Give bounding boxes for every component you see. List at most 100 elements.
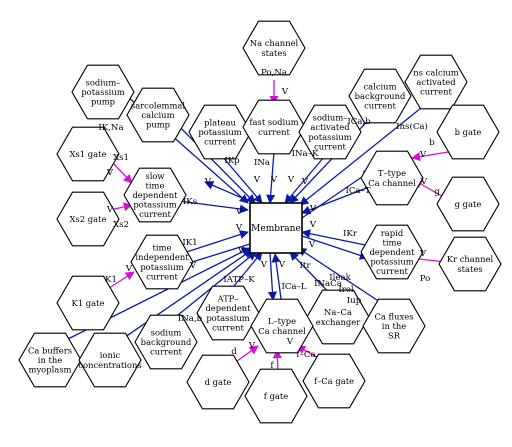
- node-label-b-gate-line-0: b gate: [455, 127, 482, 137]
- node-label-d-gate-line-0: d gate: [205, 377, 232, 387]
- node-label-calcium-background-current-line-2: current: [364, 101, 396, 111]
- node-shape-kr-channel-states: [438, 236, 502, 292]
- node-shape-ionic-concentrations: [78, 332, 142, 388]
- node-label-t-type-ca-channel-line-0: T–type: [378, 168, 406, 178]
- node-label-f-gate-line-0: f gate: [264, 391, 288, 401]
- node-label-ns-calcium-activated-current-line-2: current: [420, 87, 452, 97]
- node-shape-fast-sodium-current: [242, 99, 306, 155]
- node-shape-f-ca-gate: [302, 353, 366, 409]
- node-label-na-channel-states-line-0: Na channel: [250, 38, 299, 48]
- node-shape-atp-dependent-potassium-current: [196, 285, 260, 341]
- edge-label-v-10: V: [278, 260, 286, 270]
- node-label-ca-buffers-in-the-myoplasm-line-1: in the: [38, 355, 62, 365]
- node-shape-d-gate: [186, 354, 250, 410]
- edge-label-ina-k: INa–K: [292, 149, 319, 159]
- edge-label-ica-l: ICa–L: [281, 282, 306, 292]
- edge-label-ileak: Ileak: [329, 273, 351, 283]
- edge-label-v-k1: V: [125, 264, 133, 274]
- node-label-atp-dependent-potassium-current-line-1: dependent: [205, 303, 251, 313]
- node-label-ca-fluxes-in-the-sr-line-0: Ca fluxes: [374, 311, 413, 321]
- node-shape-k1-gate: [56, 275, 120, 331]
- edge-label-ik-p: IKp: [224, 156, 240, 166]
- edge-nsca-membrane: [299, 95, 437, 206]
- node-f-ca-gate: f–Ca gate: [302, 353, 366, 409]
- edge-label-v-2: V: [270, 175, 278, 185]
- node-label-plateau-potassium-current-line-0: plateau: [204, 117, 236, 127]
- node-label-na-ca-exchanger-line-0: Na–Ca: [324, 307, 352, 317]
- node-shape-slow-time-dependent-potassium-current: [123, 167, 187, 223]
- node-label-sarcolemmal-calcium-pump-line-0: sarcolemmal: [131, 100, 186, 110]
- edge-label-v-12: V: [308, 240, 316, 250]
- node-label-fast-sodium-current-line-1: current: [258, 127, 290, 137]
- node-label-k1-gate-line-0: K1 gate: [72, 298, 105, 308]
- edge-slowk-membrane: [170, 199, 249, 214]
- edge-label-xs1-label: Xs1: [113, 153, 129, 163]
- edge-atpk-membrane: [228, 251, 263, 293]
- edge-label-v-7: V: [309, 204, 317, 214]
- node-label-sarcolemmal-calcium-pump-line-1: calcium: [141, 110, 174, 120]
- edge-fgate-ltype: [272, 349, 282, 373]
- node-label-sodium-background-current-line-1: background: [141, 337, 192, 347]
- node-label-rapid-time-dependent-potassium-current-line-1: time: [383, 237, 402, 247]
- edge-membrane-slowk: [204, 181, 257, 205]
- edge-label-v-1: V: [253, 175, 261, 185]
- edge-membrane-ttype: [301, 169, 373, 219]
- edge-label-ikr: IKr: [343, 229, 358, 239]
- edge-label-po: Po: [420, 274, 431, 284]
- node-label-slow-time-dependent-potassium-current-line-2: dependent: [132, 190, 178, 200]
- edge-label-v-8: V: [309, 220, 317, 230]
- node-label-sodium-potassium-pump-line-0: sodium–: [86, 77, 121, 87]
- node-label-ca-fluxes-in-the-sr-line-2: SR: [388, 331, 401, 341]
- node-label-sodium-activated-potassium-current-line-3: current: [314, 141, 346, 151]
- node-label-atp-dependent-potassium-current-line-3: current: [212, 322, 244, 332]
- edge-label-v-6: V: [235, 223, 243, 233]
- node-label-fast-sodium-current-line-0: fast sodium: [249, 117, 298, 127]
- node-label-time-independent-potassium-current-line-0: time: [153, 243, 172, 253]
- node-label-rapid-time-dependent-potassium-current-line-0: rapid: [381, 228, 404, 238]
- edge-rapidk-membrane: [301, 229, 371, 247]
- node-shape-ca-fluxes-in-the-sr: [362, 298, 426, 354]
- node-label-plateau-potassium-current-line-2: current: [204, 137, 236, 147]
- node-label-xs1-gate-line-0: Xs1 gate: [70, 149, 107, 159]
- node-label-plateau-potassium-current-line-1: potassium: [198, 127, 241, 137]
- node-label-f-ca-gate-line-0: f–Ca gate: [314, 376, 354, 386]
- node-label-time-independent-potassium-current-line-3: current: [146, 271, 178, 281]
- edge-ltype-membrane: [271, 253, 283, 307]
- membrane-box: [249, 202, 303, 254]
- node-shape-g-gate: [436, 176, 500, 232]
- edge-label-v-3: V: [287, 175, 295, 185]
- node-shape-sarcolemmal-calcium-pump: [126, 87, 190, 143]
- edge-label-v-kr: V: [419, 249, 427, 259]
- edge-label-v-g: V: [420, 177, 428, 187]
- edge-label-v-xs2: V: [106, 205, 114, 215]
- edge-membrane-rapidk: [301, 235, 369, 260]
- node-shape-t-type-ca-channel: [360, 150, 424, 206]
- node-label-slow-time-dependent-potassium-current-line-4: current: [139, 209, 171, 219]
- edge-srca-membrane: [297, 247, 381, 303]
- node-label-xs2-gate-line-0: Xs2 gate: [70, 214, 107, 224]
- node-shape-xs2-gate: [56, 191, 120, 247]
- node-label-slow-time-dependent-potassium-current-line-0: slow: [145, 171, 165, 181]
- node-shape-rapid-time-dependent-potassium-current: [360, 224, 424, 280]
- edge-label-v-11: V: [237, 246, 245, 256]
- node-label-sarcolemmal-calcium-pump-line-2: pump: [146, 120, 170, 130]
- node-label-calcium-background-current-line-1: background: [355, 91, 406, 101]
- membrane-label: Membrane: [251, 224, 301, 234]
- edge-label-b-label: b: [429, 138, 435, 148]
- node-label-time-independent-potassium-current-line-2: potassium: [140, 262, 183, 272]
- node-shape-sodium-background-current: [134, 314, 198, 370]
- edge-label-g-label: g: [434, 187, 440, 197]
